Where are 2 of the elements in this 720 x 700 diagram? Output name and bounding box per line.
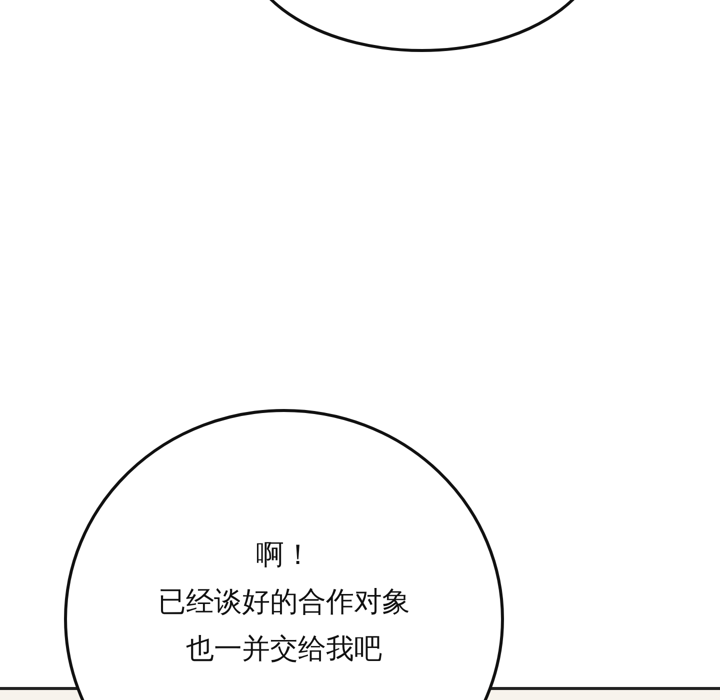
dialogue-text: 已经谈好的合作对象也一并交给我吧	[158, 584, 410, 667]
dialogue-text: 啊！	[256, 537, 312, 573]
